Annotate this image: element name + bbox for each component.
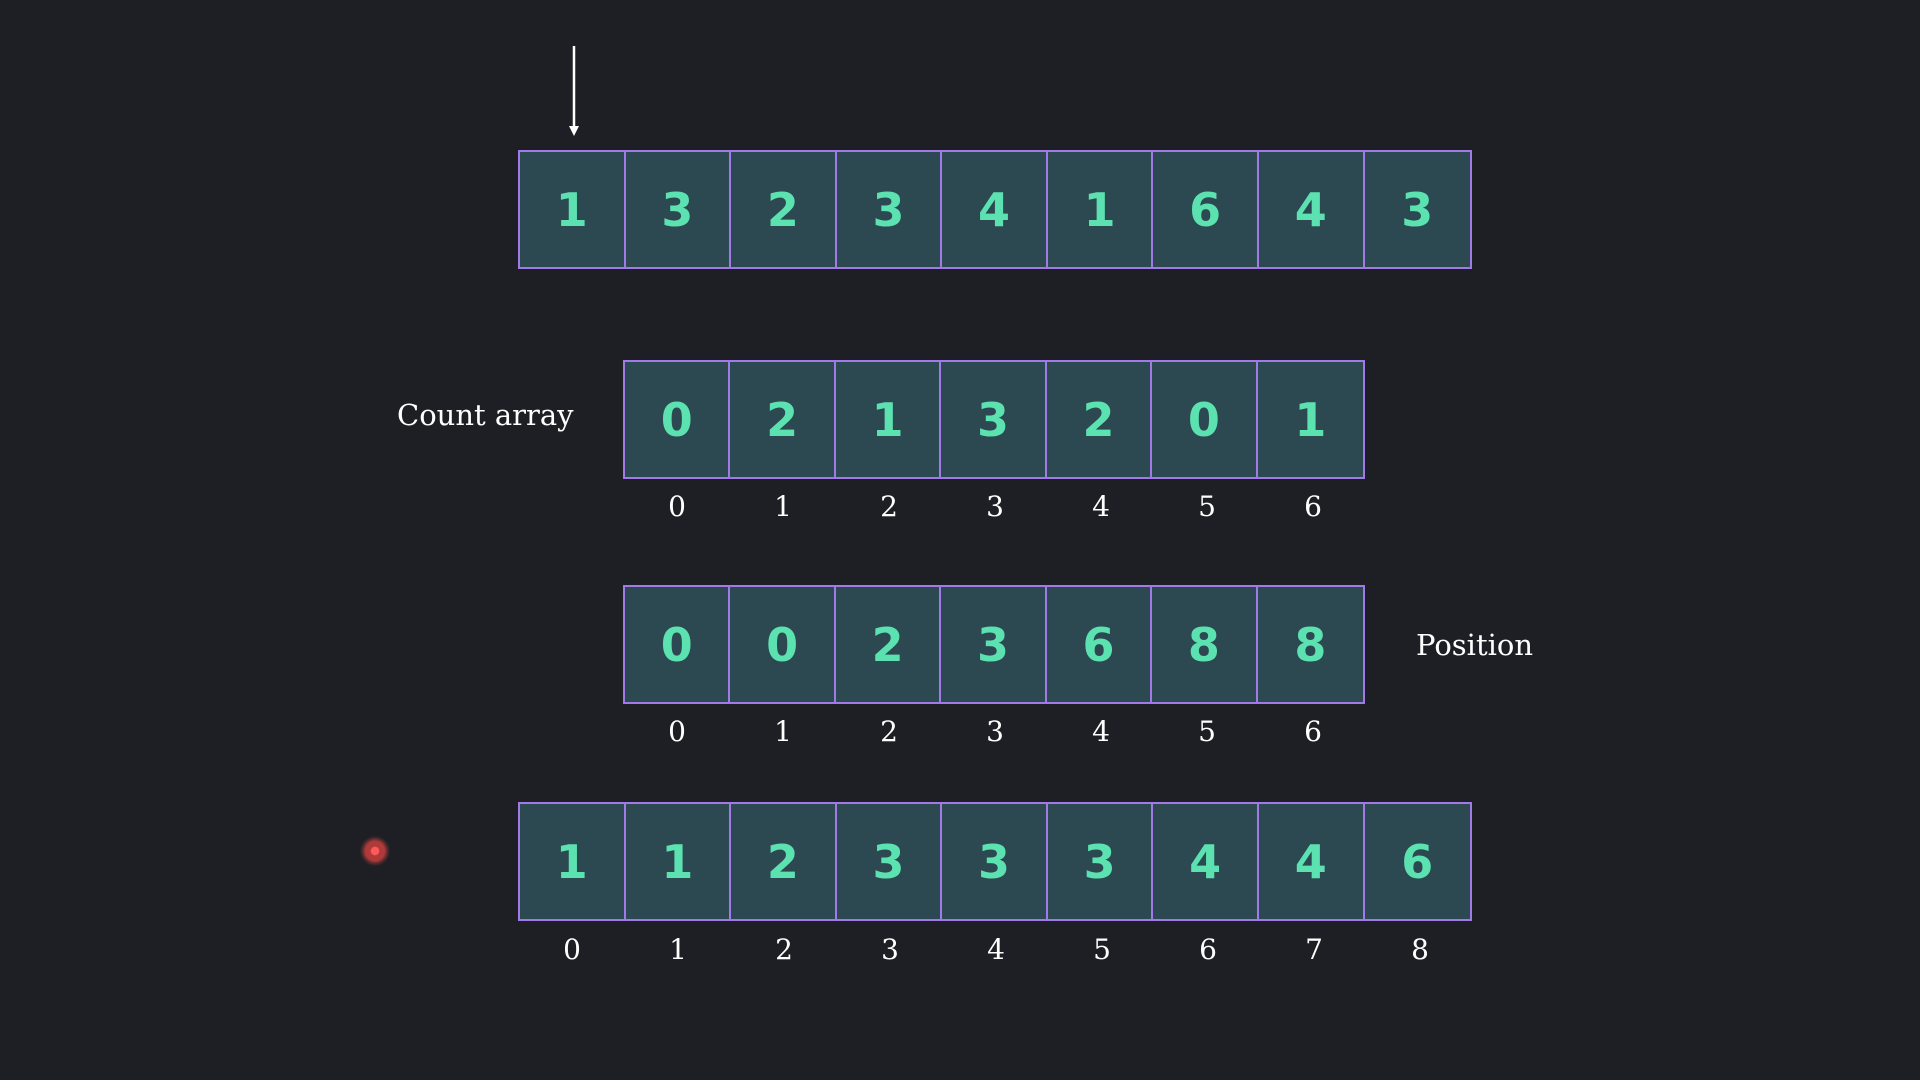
index-label: 6: [1304, 715, 1322, 748]
input-cell: 2: [731, 152, 837, 267]
down-arrow-icon: [569, 46, 579, 136]
input-cell: 3: [836, 152, 943, 267]
index-label: 1: [774, 715, 792, 748]
output-cell: 4: [1258, 804, 1365, 919]
output-cell: 3: [942, 804, 1048, 919]
output-cell: 2: [731, 804, 837, 919]
output-cell: 1: [520, 804, 626, 919]
position-cell: 0: [625, 587, 731, 702]
index-label: 2: [775, 933, 793, 966]
position-cell: 8: [1152, 587, 1258, 702]
input-cell: 6: [1153, 152, 1259, 267]
position-cell: 2: [835, 587, 942, 702]
index-label: 5: [1198, 490, 1216, 523]
output-cell: 1: [625, 804, 732, 919]
index-label: 4: [1092, 715, 1110, 748]
index-label: 5: [1198, 715, 1216, 748]
output-array-indices: 0 1 2 3 4 5 6 7 8: [519, 930, 1473, 970]
output-cell: 3: [1047, 804, 1154, 919]
input-cell: 3: [625, 152, 732, 267]
count-array-label: Count array: [397, 398, 574, 432]
index-label: 1: [669, 933, 687, 966]
index-label: 6: [1304, 490, 1322, 523]
output-cell: 4: [1153, 804, 1259, 919]
output-cell: 3: [836, 804, 943, 919]
count-cell: 0: [625, 362, 731, 477]
output-array: 1 1 2 3 3 3 4 4 6: [518, 802, 1472, 921]
index-label: 0: [668, 715, 686, 748]
count-cell: 1: [835, 362, 942, 477]
index-label: 4: [987, 933, 1005, 966]
index-label: 2: [880, 490, 898, 523]
count-array-indices: 0 1 2 3 4 5 6: [624, 487, 1366, 527]
index-label: 3: [986, 490, 1004, 523]
position-cell: 8: [1257, 587, 1364, 702]
index-label: 2: [880, 715, 898, 748]
index-label: 6: [1199, 933, 1217, 966]
position-cell: 3: [941, 587, 1047, 702]
input-cell: 1: [1047, 152, 1154, 267]
input-array: 1 3 2 3 4 1 6 4 3: [518, 150, 1472, 269]
index-label: 0: [668, 490, 686, 523]
position-cell: 0: [730, 587, 836, 702]
count-cell: 0: [1152, 362, 1258, 477]
count-cell: 2: [730, 362, 836, 477]
input-cell: 3: [1364, 152, 1471, 267]
position-label: Position: [1416, 628, 1534, 662]
index-label: 4: [1092, 490, 1110, 523]
count-cell: 2: [1046, 362, 1153, 477]
position-array-indices: 0 1 2 3 4 5 6: [624, 712, 1366, 752]
input-cell: 1: [520, 152, 626, 267]
count-cell: 1: [1257, 362, 1364, 477]
position-cell: 6: [1046, 587, 1153, 702]
index-label: 3: [986, 715, 1004, 748]
index-label: 7: [1305, 933, 1323, 966]
index-label: 0: [563, 933, 581, 966]
count-array: 0 2 1 3 2 0 1: [623, 360, 1365, 479]
position-array: 0 0 2 3 6 8 8: [623, 585, 1365, 704]
output-cell: 6: [1364, 804, 1471, 919]
count-cell: 3: [941, 362, 1047, 477]
index-label: 1: [774, 490, 792, 523]
cursor-dot-icon: [360, 836, 390, 866]
index-label: 3: [881, 933, 899, 966]
index-label: 5: [1093, 933, 1111, 966]
index-label: 8: [1411, 933, 1429, 966]
input-cell: 4: [1258, 152, 1365, 267]
input-cell: 4: [942, 152, 1048, 267]
